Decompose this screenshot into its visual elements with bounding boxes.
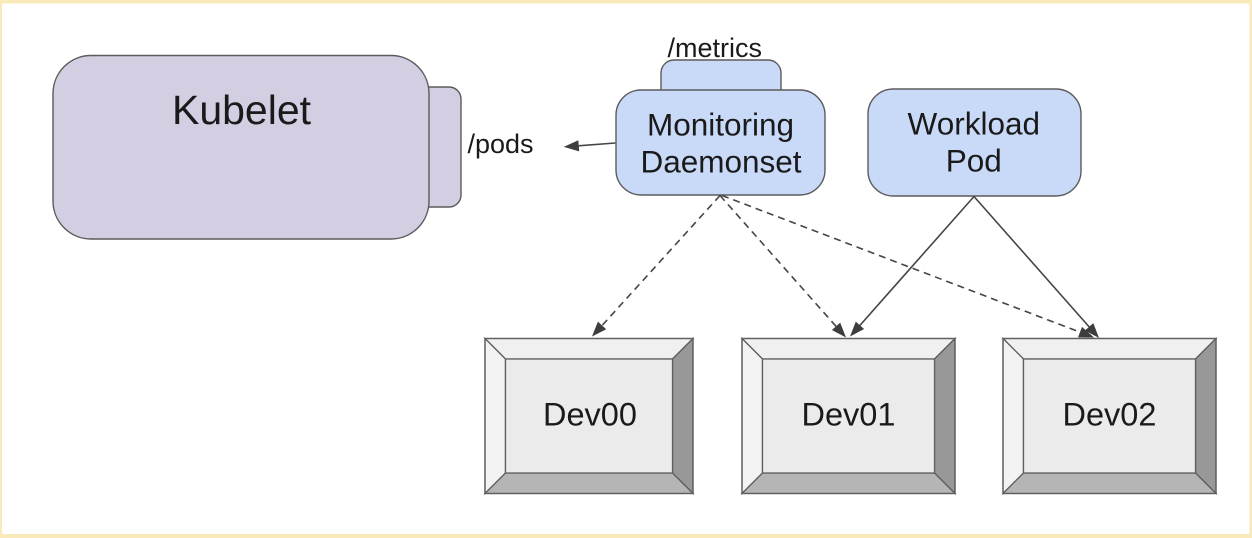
svg-text:Pod: Pod — [946, 142, 1002, 178]
svg-text:Monitoring: Monitoring — [647, 107, 794, 143]
svg-text:Daemonset: Daemonset — [640, 143, 801, 179]
svg-text:Dev00: Dev00 — [543, 397, 637, 433]
svg-text:/metrics: /metrics — [668, 33, 763, 63]
svg-text:Kubelet: Kubelet — [172, 87, 312, 133]
svg-text:/pods: /pods — [468, 129, 534, 159]
svg-text:Dev01: Dev01 — [802, 397, 896, 433]
svg-text:Dev02: Dev02 — [1063, 397, 1157, 433]
svg-text:Workload: Workload — [908, 106, 1040, 142]
